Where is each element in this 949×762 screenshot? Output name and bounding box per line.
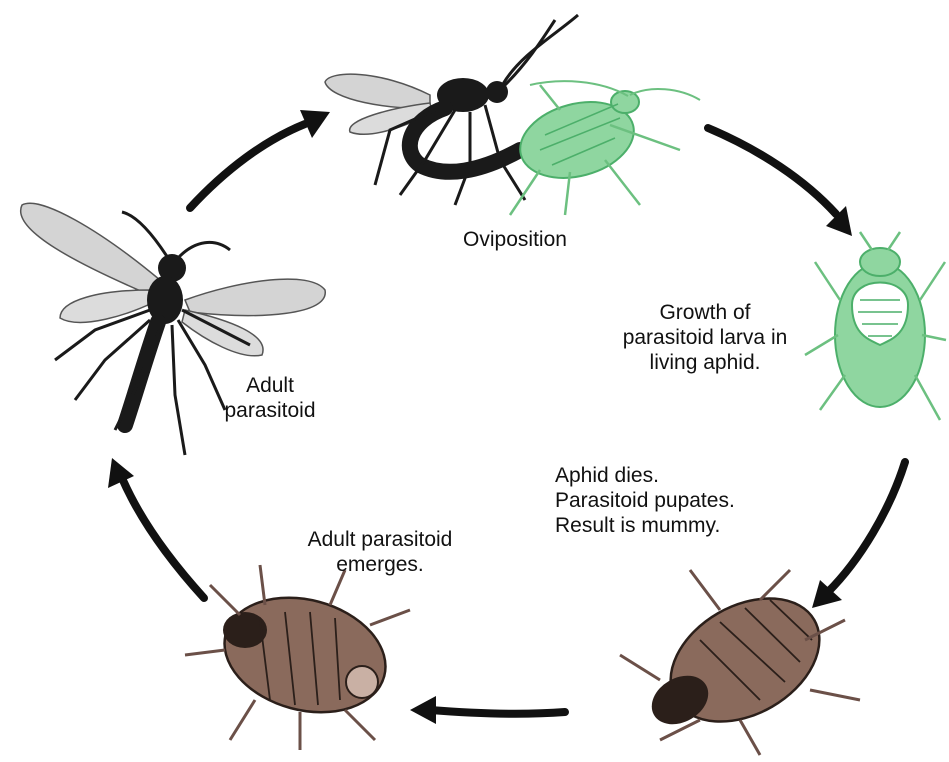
arrow-oviposition-to-growth xyxy=(708,128,836,214)
oviposition-label: Oviposition xyxy=(430,227,600,252)
arrow-mummy-to-emergence xyxy=(430,710,565,714)
adult-label: Adult parasitoid xyxy=(200,373,340,423)
oviposition-line-1: Oviposition xyxy=(430,227,600,252)
mummy-label: Aphid dies. Parasitoid pupates. Result i… xyxy=(555,463,805,538)
growth-line-1: Growth of xyxy=(590,300,820,325)
adult-line-2: parasitoid xyxy=(200,398,340,423)
emergence-label: Adult parasitoid emerges. xyxy=(275,527,485,577)
mummy-line-3: Result is mummy. xyxy=(555,513,805,538)
emergence-line-2: emerges. xyxy=(275,552,485,577)
emergence-line-1: Adult parasitoid xyxy=(275,527,485,552)
growth-line-2: parasitoid larva in xyxy=(590,325,820,350)
arrow-adult-to-oviposition xyxy=(190,124,305,208)
arrow-emergence-to-adult xyxy=(122,478,204,598)
adult-line-1: Adult xyxy=(200,373,340,398)
parasitized-aphid-icon xyxy=(805,232,946,420)
growth-label: Growth of parasitoid larva in living aph… xyxy=(590,300,820,375)
emerging-mummy-icon xyxy=(185,565,410,750)
green-aphid-icon xyxy=(510,81,700,215)
arrow-head-4 xyxy=(410,696,436,724)
arrow-growth-to-mummy xyxy=(828,462,905,592)
mummy-line-2: Parasitoid pupates. xyxy=(555,488,805,513)
growth-line-3: living aphid. xyxy=(590,350,820,375)
mummy-line-1: Aphid dies. xyxy=(555,463,805,488)
wasp-ovipositing-icon xyxy=(325,15,578,205)
